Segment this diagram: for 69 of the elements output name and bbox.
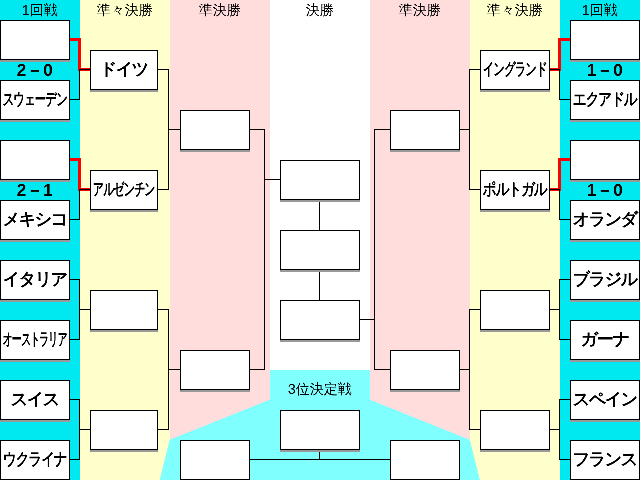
- team-box: [0, 440, 70, 480]
- team-box: [0, 380, 70, 420]
- bracket-line: [70, 38, 90, 72]
- team-name: スウェーデン: [3, 89, 67, 112]
- bracket-line: [550, 38, 570, 72]
- team-name: ウクライナ: [3, 449, 67, 472]
- team-name: ガーナ: [581, 329, 629, 352]
- team-name: イングランド: [483, 59, 547, 82]
- empty-box: [280, 160, 360, 200]
- empty-box: [280, 300, 360, 340]
- empty-box: [180, 110, 250, 150]
- team-box: [0, 320, 70, 360]
- team-name: スイス: [11, 389, 59, 412]
- bracket-line: [550, 158, 570, 192]
- team-box: [480, 50, 550, 90]
- score-text: 2－1: [17, 182, 53, 198]
- empty-box: [180, 350, 250, 390]
- empty-box: [480, 290, 550, 330]
- team-name: オランダ: [573, 209, 637, 232]
- bracket-line: [320, 450, 390, 460]
- round-heading: 準決勝: [399, 3, 441, 17]
- team-name: メキシコ: [3, 209, 67, 232]
- team-box: [570, 80, 640, 120]
- bracket-line: [70, 190, 90, 220]
- empty-box: [0, 20, 70, 60]
- empty-box: [390, 350, 460, 390]
- round-heading: 決勝: [306, 3, 334, 17]
- team-box: [570, 380, 640, 420]
- team-name: アルゼンチン: [93, 179, 155, 202]
- round-heading: 準々決勝: [97, 3, 153, 17]
- bracket-line: [550, 70, 570, 100]
- empty-box: [0, 140, 70, 180]
- score-text: 2－0: [17, 62, 53, 78]
- team-name: フランス: [573, 449, 637, 472]
- team-name: スペイン: [573, 389, 637, 412]
- team-box: [480, 170, 550, 210]
- team-box: [0, 200, 70, 240]
- round-heading: 準決勝: [199, 3, 241, 17]
- empty-box: [90, 410, 158, 450]
- team-box: [570, 320, 640, 360]
- round-heading: 3位決定戦: [288, 382, 352, 396]
- bracket-line: [70, 158, 90, 192]
- team-box: [570, 260, 640, 300]
- team-box: [570, 440, 640, 480]
- team-name: イタリア: [3, 269, 67, 292]
- team-box: [0, 80, 70, 120]
- team-name: オーストラリア: [3, 329, 67, 352]
- team-box: [90, 50, 158, 90]
- empty-box: [180, 440, 250, 480]
- empty-box: [280, 230, 360, 270]
- bracket-line: [70, 70, 90, 100]
- empty-box: [390, 110, 460, 150]
- team-name: ドイツ: [100, 59, 148, 82]
- empty-box: [480, 410, 550, 450]
- team-name: エクアドル: [573, 89, 637, 112]
- team-box: [90, 170, 158, 210]
- empty-box: [390, 440, 460, 480]
- empty-box: [570, 20, 640, 60]
- empty-box: [90, 290, 158, 330]
- score-text: 1－0: [587, 182, 623, 198]
- score-text: 1－0: [587, 62, 623, 78]
- team-box: [570, 200, 640, 240]
- empty-box: [280, 410, 360, 450]
- team-box: [0, 260, 70, 300]
- team-name: ブラジル: [573, 269, 637, 292]
- team-name: ポルトガル: [483, 179, 547, 202]
- empty-box: [570, 140, 640, 180]
- round-heading: 準々決勝: [487, 3, 543, 17]
- bracket-line: [550, 190, 570, 220]
